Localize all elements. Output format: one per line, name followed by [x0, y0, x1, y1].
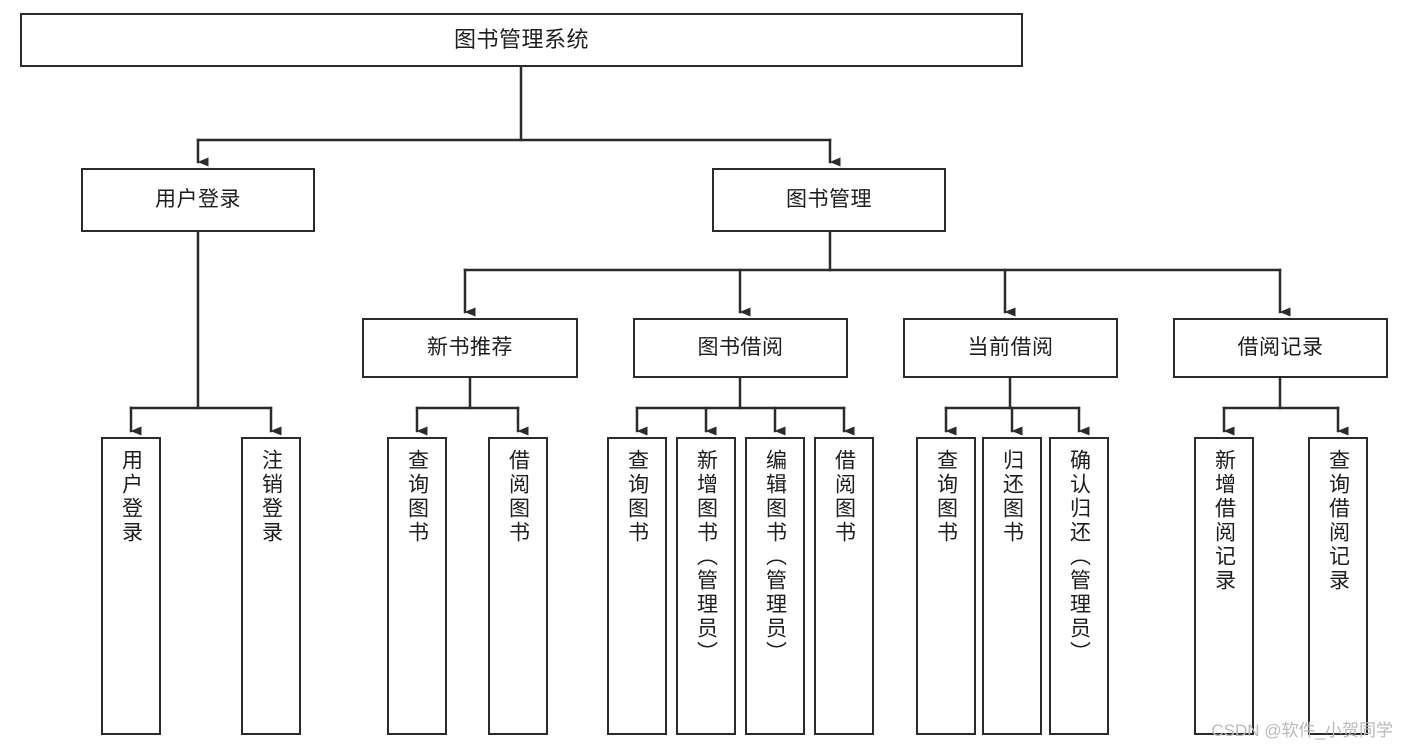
node-label: 新书推荐 [427, 335, 513, 359]
node-label: 用户登录 [119, 449, 143, 545]
node-label: 归还图书 [1000, 449, 1024, 545]
node-label: 查询图书 [625, 449, 649, 545]
node-book-management[interactable]: 图书管理 [712, 168, 946, 232]
leaf-bb-query-book[interactable]: 查询图书 [607, 437, 667, 735]
node-label: 新增借阅记录 [1212, 449, 1236, 593]
node-book-borrow[interactable]: 图书借阅 [633, 318, 848, 378]
watermark-text: CSDN @软件_小贺同学 [1211, 721, 1393, 740]
leaf-cb-return-book[interactable]: 归还图书 [982, 437, 1042, 735]
node-current-borrow[interactable]: 当前借阅 [903, 318, 1118, 378]
node-label: 查询图书 [405, 449, 429, 545]
node-label: 查询图书 [934, 449, 958, 545]
node-new-book-recommend[interactable]: 新书推荐 [362, 318, 578, 378]
node-root-book-management-system[interactable]: 图书管理系统 [20, 13, 1023, 67]
leaf-bb-borrow-book[interactable]: 借阅图书 [814, 437, 874, 735]
node-label: 借阅图书 [506, 449, 530, 545]
node-label: 新增图书（管理员） [694, 449, 718, 665]
leaf-nb-borrow-book[interactable]: 借阅图书 [488, 437, 548, 735]
leaf-br-add-record[interactable]: 新增借阅记录 [1194, 437, 1254, 735]
node-label: 图书管理系统 [453, 27, 589, 53]
node-label: 当前借阅 [967, 335, 1054, 359]
leaf-user-login[interactable]: 用户登录 [101, 437, 161, 735]
leaf-cb-query-book[interactable]: 查询图书 [916, 437, 976, 735]
node-label: 借阅记录 [1237, 335, 1324, 359]
node-label: 借阅图书 [832, 449, 856, 545]
leaf-nb-query-book[interactable]: 查询图书 [387, 437, 447, 735]
leaf-cb-confirm-return-admin[interactable]: 确认归还（管理员） [1049, 437, 1109, 735]
node-borrow-record[interactable]: 借阅记录 [1173, 318, 1388, 378]
node-label: 确认归还（管理员） [1067, 449, 1091, 665]
leaf-logout[interactable]: 注销登录 [241, 437, 301, 735]
leaf-bb-add-book-admin[interactable]: 新增图书（管理员） [676, 437, 736, 735]
node-user-login[interactable]: 用户登录 [81, 168, 315, 232]
node-label: 注销登录 [259, 449, 283, 545]
leaf-br-query-record[interactable]: 查询借阅记录 [1308, 437, 1368, 735]
node-label: 编辑图书（管理员） [763, 449, 787, 665]
leaf-bb-edit-book-admin[interactable]: 编辑图书（管理员） [745, 437, 805, 735]
node-label: 用户登录 [155, 187, 241, 211]
node-label: 图书管理 [786, 187, 872, 211]
node-label: 查询借阅记录 [1326, 449, 1350, 593]
node-label: 图书借阅 [697, 335, 784, 359]
